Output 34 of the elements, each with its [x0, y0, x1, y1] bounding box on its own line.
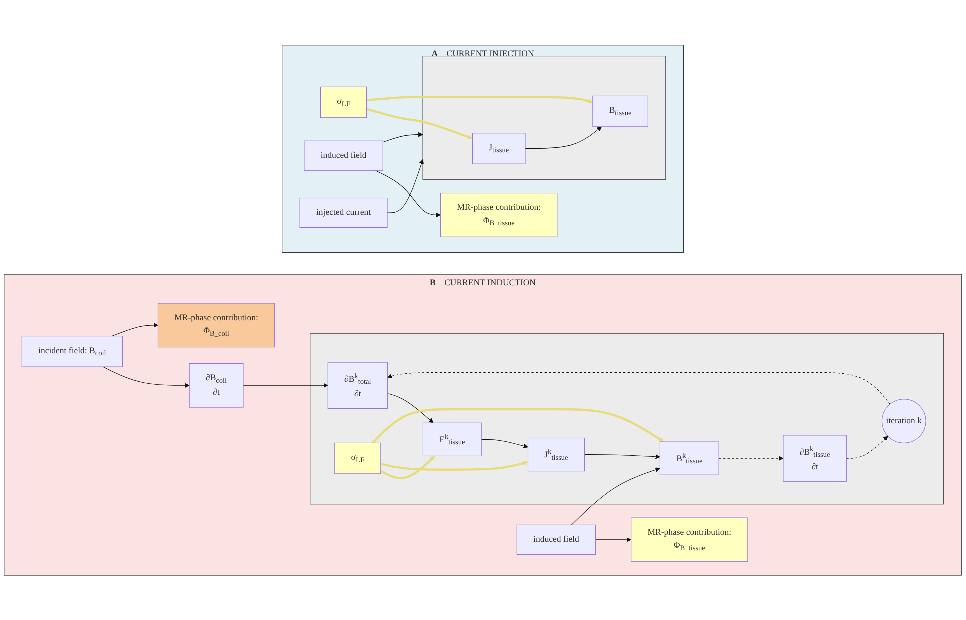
arrow	[571, 467, 660, 525]
node-box: MR-phase contribution: Φ$_{B_tissue}$	[440, 192, 558, 237]
node-box: induced field	[516, 524, 596, 555]
arrow	[718, 456, 784, 461]
node-box: σ$_{LF}$	[334, 442, 382, 474]
arrow	[380, 460, 528, 471]
arrow	[382, 132, 424, 142]
node-box: σ$_{LF}$	[320, 86, 368, 118]
arrow	[243, 382, 328, 388]
node-box: B$_{tissue}$	[592, 95, 648, 127]
arrow	[596, 537, 632, 542]
cluster	[310, 332, 944, 504]
arrow	[366, 96, 594, 104]
arrow	[525, 126, 602, 149]
arrow	[584, 454, 660, 459]
node-box: ∂B$_{coil}$ ∂t	[189, 363, 244, 408]
arrow	[846, 436, 888, 458]
node-box: induced field	[304, 140, 384, 170]
node-circle: iteration k	[882, 398, 926, 444]
node-box: J$_{tissue}$	[472, 132, 526, 164]
cluster	[422, 56, 666, 180]
node-box: MR-phase contribution: Φ$_{B_coil}$	[158, 302, 276, 348]
arrow	[387, 372, 891, 404]
arrow	[366, 108, 473, 140]
arrow	[387, 158, 424, 213]
arrow	[375, 170, 442, 218]
arrow	[380, 456, 436, 479]
arrow	[102, 366, 190, 388]
arrow	[372, 408, 664, 444]
node-box: MR-phase contribution: Φ$_{B_tissue}$	[631, 517, 748, 562]
arrow	[481, 438, 528, 448]
node-box: injected current	[300, 198, 388, 228]
node-box: incident field: B$_{coil}$	[22, 336, 123, 367]
arrow	[387, 393, 434, 423]
